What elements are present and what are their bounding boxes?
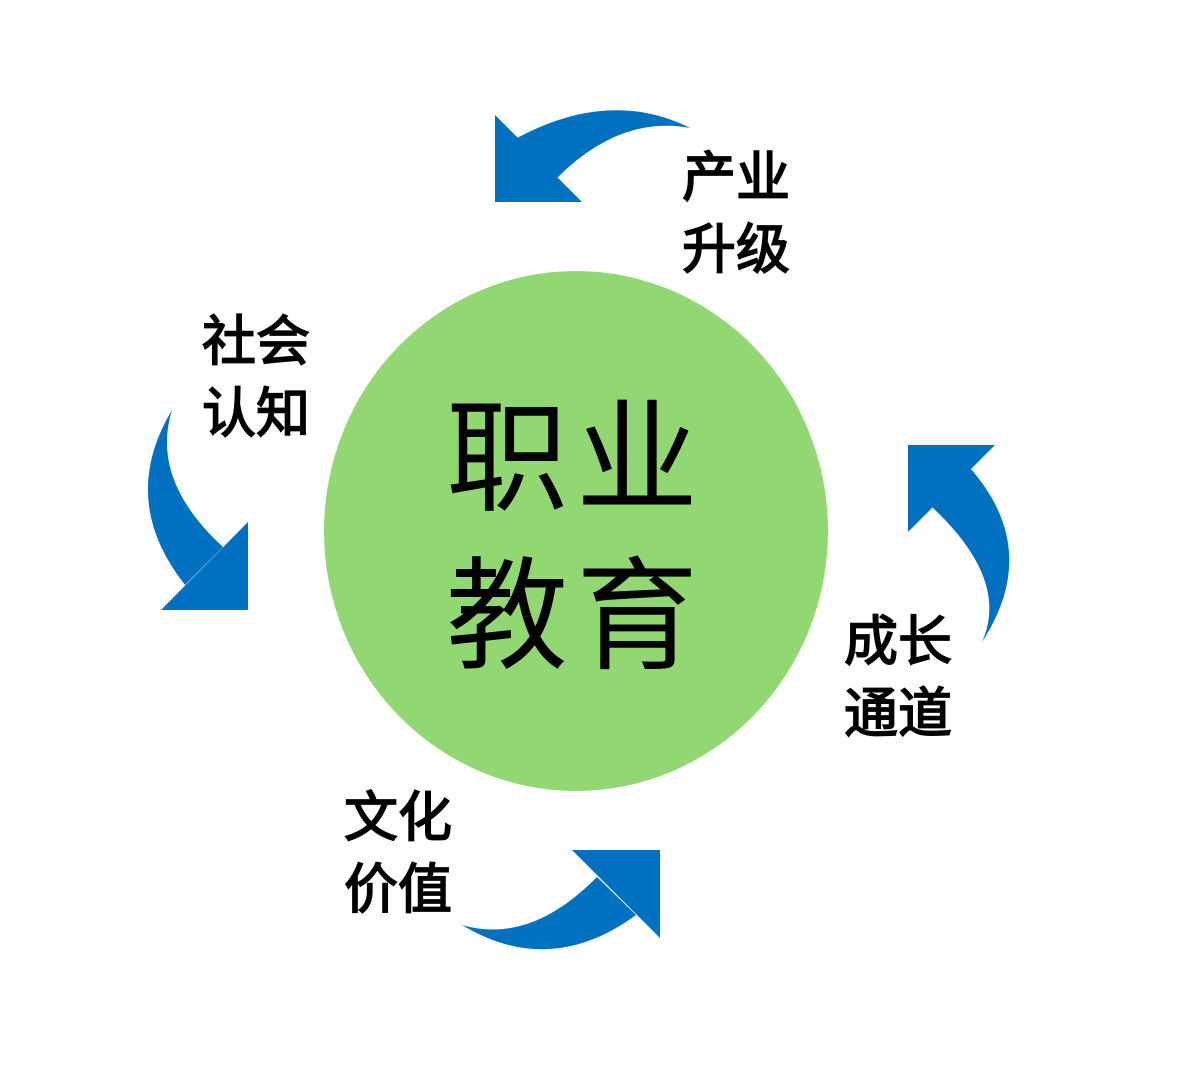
label-line: 价值	[344, 858, 452, 921]
label-line: 社会	[202, 310, 310, 373]
label-line: 产业	[682, 146, 790, 209]
label-cultural-value: 文化 价值	[344, 782, 474, 926]
label-line: 升级	[682, 218, 790, 281]
center-title-line1: 职业	[446, 388, 706, 530]
label-industry-upgrade: 产业 升级	[682, 142, 812, 286]
label-line: 成长	[844, 610, 952, 673]
center-circle	[324, 271, 828, 791]
label-growth-channel: 成长 通道	[844, 606, 974, 750]
center-title-line2: 教育	[446, 546, 706, 688]
label-line: 认知	[202, 382, 310, 445]
arrow-bottom	[462, 850, 660, 950]
label-line: 文化	[344, 786, 452, 849]
arrow-left	[147, 410, 248, 610]
arrow-top	[495, 110, 690, 202]
label-line: 通道	[844, 682, 952, 745]
label-social-cognition: 社会 认知	[202, 306, 332, 450]
arrow-right	[908, 445, 1010, 642]
